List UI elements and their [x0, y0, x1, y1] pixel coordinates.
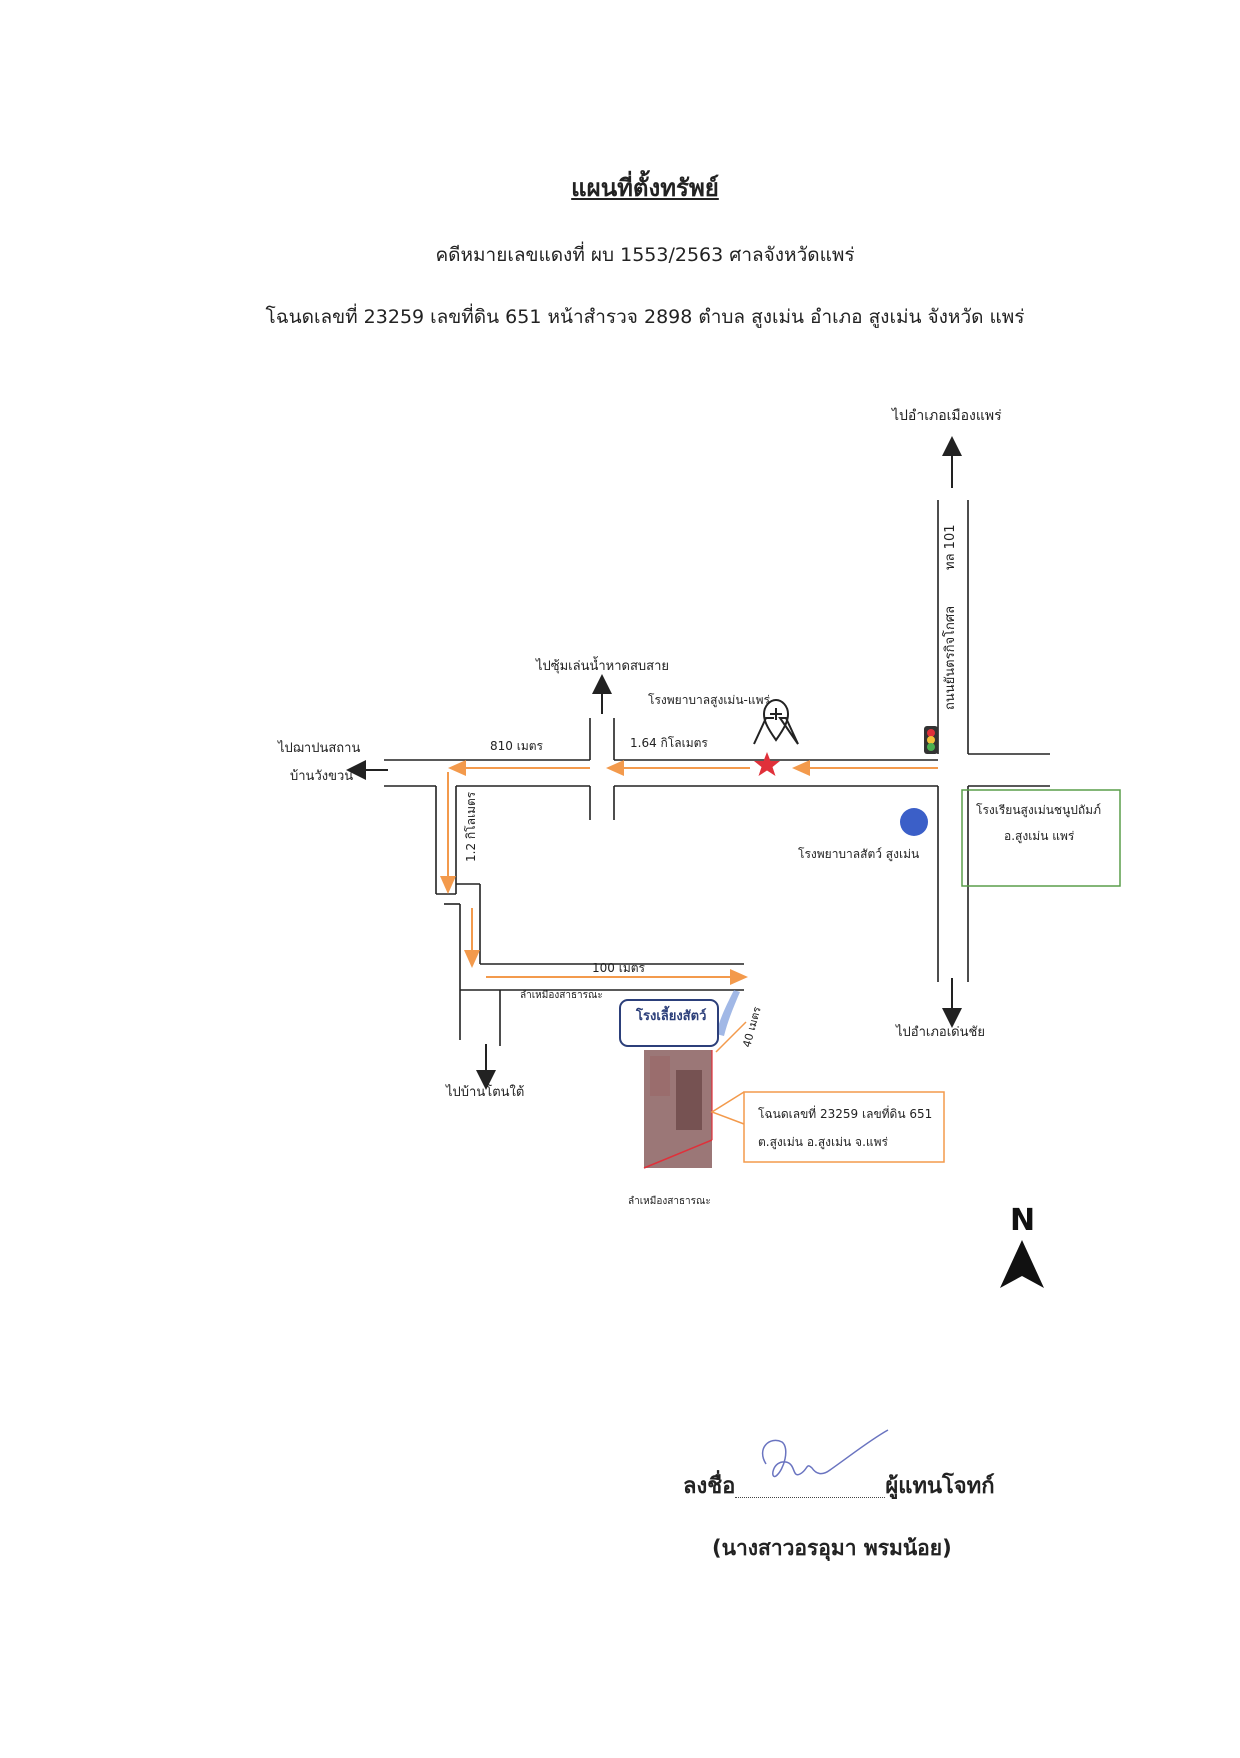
case-number: คดีหมายเลขแดงที่ ผบ 1553/2563 ศาลจังหวัด… [435, 244, 855, 266]
label-to-ban-don-tai: ไปบ้านโตนใต้ [445, 1084, 524, 1100]
page-title: แผนที่ตั้งทรัพย์ [571, 174, 719, 202]
label-canal-bottom: ลำเหมืองสาธารณะ [628, 1195, 711, 1207]
label-to-reservoir: ไปซุ้มเล่นน้ำหาดสบสาย [535, 656, 669, 674]
label-to-den-chai: ไปอำเภอเด่นชัย [895, 1024, 985, 1040]
school-box [961, 789, 1121, 887]
roads [384, 500, 1050, 1046]
signature-dotted-line [735, 1497, 885, 1498]
route-path [440, 760, 938, 985]
label-deed-callout-1: โฉนดเลขที่ 23259 เลขที่ดิน 651 [758, 1105, 932, 1121]
label-hospital: โรงพยาบาลสูงเม่น-แพร่ [648, 693, 771, 708]
deed-description: โฉนดเลขที่ 23259 เลขที่ดิน 651 หน้าสำรวจ… [265, 306, 1025, 328]
label-school-1: โรงเรียนสูงเม่นชนูปถัมภ์ [976, 803, 1101, 818]
land-parcel-image [643, 1050, 713, 1169]
label-north: N [1010, 1203, 1035, 1238]
label-ban-wang-khuan: บ้านวังขวน [290, 769, 353, 784]
label-dist-1-64: 1.64 กิโลเมตร [630, 736, 708, 750]
label-canal-top: ลำเหมืองสาธารณะ [520, 989, 603, 1001]
star-marker-icon [754, 752, 780, 776]
stream-shape [716, 990, 740, 1036]
traffic-light-icon [924, 726, 938, 754]
deed-callout-box [743, 1091, 945, 1163]
signer-name: (นางสาวอรอุมา พรมน้อย) [712, 1536, 952, 1560]
sign-label: ลงชื่อ [683, 1474, 736, 1499]
signature-scribble [761, 1429, 889, 1478]
label-dist-40: 40 เมตร [740, 1005, 763, 1049]
hospital-pin-icon [753, 698, 799, 745]
label-hwy-101: ทล 101 [943, 525, 958, 570]
label-dist-100: 100 เมตร [592, 961, 646, 975]
callout-line-40m [715, 1021, 747, 1053]
deed-callout-pointer [710, 1091, 745, 1125]
signer-role: ผู้แทนโจทก์ [885, 1474, 995, 1499]
direction-arrows [346, 436, 962, 1090]
vet-hospital-dot [900, 808, 928, 836]
label-vet-hospital: โรงพยาบาลสัตว์ สูงเม่น [798, 847, 919, 862]
label-dist-1-2: 1.2 กิโลเมตร [464, 791, 478, 862]
label-to-forest-park: ไปฌาปนสถาน [277, 740, 360, 756]
label-road-name: ถนนยันตรกิจโกศล [942, 606, 958, 710]
label-dist-810: 810 เมตร [490, 739, 544, 753]
label-school-2: อ.สูงเม่น แพร่ [1004, 829, 1075, 844]
signature-line: ลงชื่อ ผู้แทนโจทก์ [683, 1468, 995, 1503]
label-barn: โรงเลี้ยงสัตว์ [635, 1005, 706, 1024]
north-arrow-icon [1000, 1240, 1044, 1288]
label-deed-callout-2: ต.สูงเม่น อ.สูงเม่น จ.แพร่ [758, 1135, 889, 1150]
label-to-mueang-phrae: ไปอำเภอเมืองแพร่ [891, 407, 1002, 424]
barn-box [619, 999, 719, 1047]
